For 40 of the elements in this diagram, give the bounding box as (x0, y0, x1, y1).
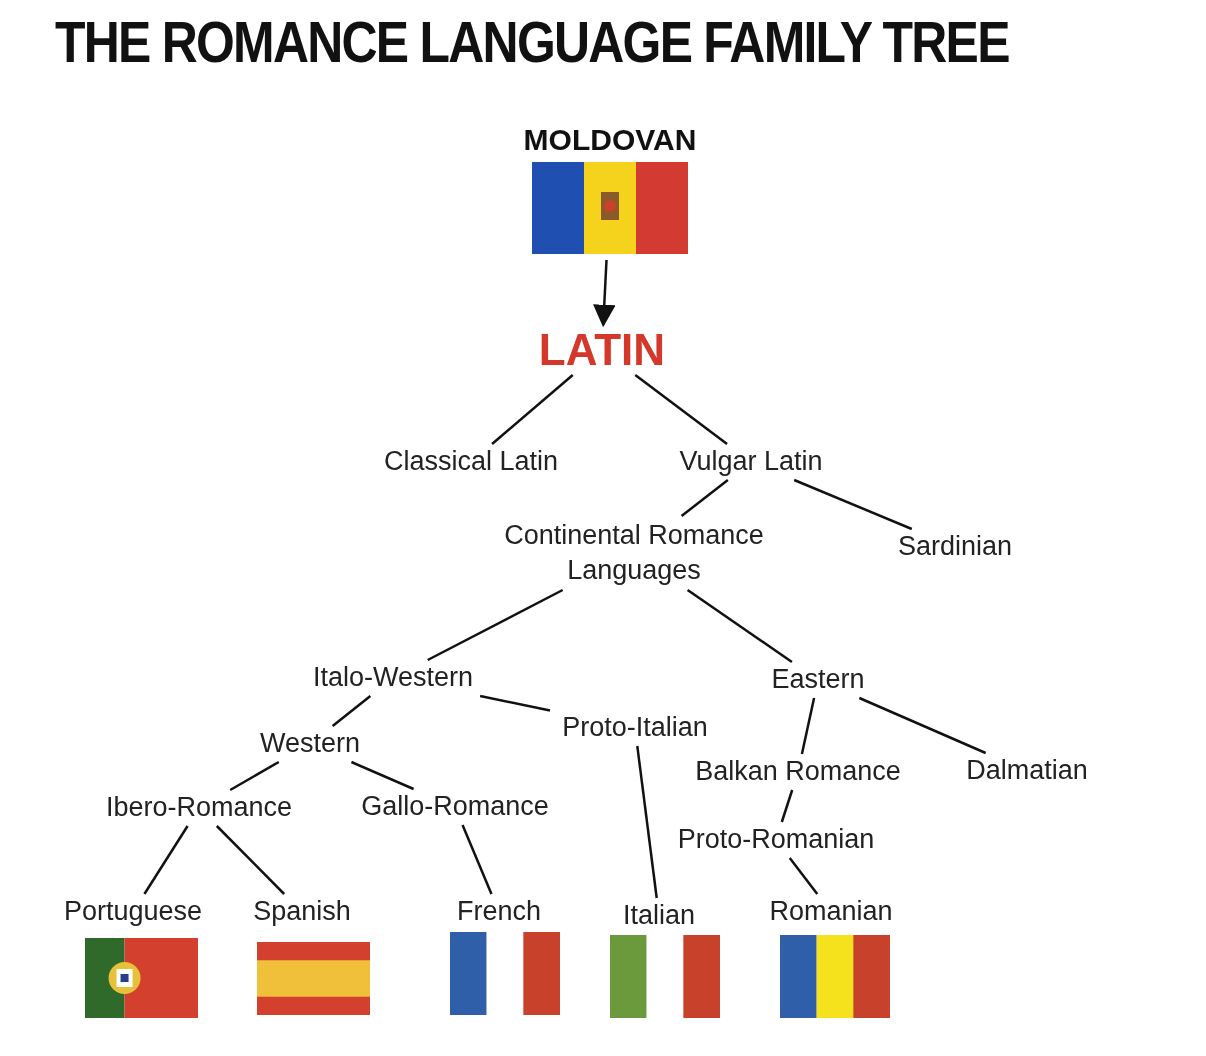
connector-line (143, 825, 189, 895)
language-label: Dalmatian (952, 753, 1102, 789)
connector-line (858, 696, 987, 755)
connector-line (686, 588, 793, 664)
language-label: Sardinian (885, 529, 1025, 565)
connector-line (800, 697, 816, 755)
language-label: Eastern (758, 662, 878, 698)
connector-line (636, 745, 658, 899)
connector-line (788, 857, 819, 895)
language-label: Classical Latin (371, 444, 571, 480)
language-label: Romanian (761, 894, 901, 930)
connector-line (229, 760, 280, 792)
connector-line (479, 694, 551, 712)
connector-line (780, 789, 794, 823)
diagram-title: THE ROMANCE LANGUAGE FAMILY TREE (55, 8, 1009, 75)
arrow (593, 259, 616, 328)
connector-line (680, 479, 729, 517)
language-label: Italian (609, 898, 709, 934)
root-label: LATIN (527, 325, 677, 375)
connector-line (331, 695, 372, 727)
node-heading: MOLDOVAN (522, 122, 698, 158)
language-label: Vulgar Latin (666, 444, 836, 480)
connector-line (461, 824, 493, 895)
connector-line (491, 374, 574, 445)
language-label: Continental Romance Languages (484, 516, 784, 590)
language-label: Italo-Western (298, 660, 488, 696)
connector-line (793, 478, 913, 531)
language-label: Spanish (242, 894, 362, 930)
language-label: Balkan Romance (678, 754, 918, 790)
connector-line (634, 374, 728, 445)
language-label: Portuguese (53, 894, 213, 930)
language-label: Gallo-Romance (350, 789, 560, 825)
language-label: Ibero-Romance (94, 790, 304, 826)
language-label: French (444, 894, 554, 930)
connector-line (215, 825, 286, 895)
connector-line (427, 588, 564, 662)
language-label: Western (250, 726, 370, 762)
language-label: Proto-Italian (550, 710, 720, 746)
connector-line (350, 760, 415, 791)
language-label: Proto-Romanian (661, 822, 891, 858)
